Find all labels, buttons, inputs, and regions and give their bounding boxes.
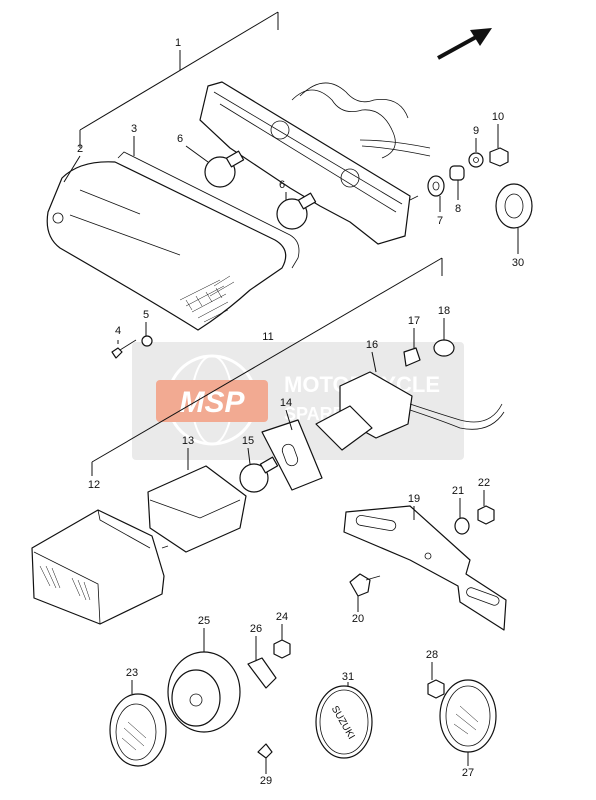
tail-lamp-lens bbox=[46, 161, 287, 331]
socket-harness-16 bbox=[315, 371, 505, 451]
part-label-21: 21 bbox=[452, 485, 464, 497]
part-label-24: 24 bbox=[276, 611, 288, 623]
part-label-14: 14 bbox=[280, 397, 292, 409]
part-label-11: 11 bbox=[262, 331, 273, 343]
part-label-6b: 6 bbox=[279, 179, 285, 191]
part-label-5: 5 bbox=[143, 309, 149, 321]
part-label-27: 27 bbox=[462, 767, 474, 779]
rivet-29 bbox=[257, 743, 273, 759]
part-label-22: 22 bbox=[478, 477, 490, 489]
nut-28 bbox=[427, 679, 445, 699]
part-label-8: 8 bbox=[455, 203, 461, 215]
part-label-15: 15 bbox=[242, 435, 254, 447]
emblem-31: SUZUKI bbox=[315, 685, 373, 759]
horn-25 bbox=[167, 651, 241, 733]
part-label-6a: 6 bbox=[177, 133, 183, 145]
part-label-31: 31 bbox=[342, 671, 354, 683]
cap-18 bbox=[433, 339, 455, 357]
bracket-plate-19 bbox=[343, 505, 507, 631]
bolt-17 bbox=[403, 347, 421, 367]
lens-gasket bbox=[117, 151, 300, 269]
part-label-29: 29 bbox=[260, 775, 272, 787]
bulb-upper bbox=[204, 150, 245, 188]
part-label-10: 10 bbox=[492, 111, 504, 123]
part-label-18: 18 bbox=[438, 305, 450, 317]
part-label-13: 13 bbox=[182, 435, 194, 447]
tail-lamp-housing bbox=[199, 81, 431, 245]
part-label-19: 19 bbox=[408, 493, 420, 505]
nut-24 bbox=[273, 639, 291, 659]
part-label-20: 20 bbox=[352, 613, 364, 625]
bracket-26 bbox=[247, 657, 277, 689]
part-label-3: 3 bbox=[131, 123, 137, 135]
bulb-15 bbox=[239, 456, 279, 493]
part-label-12: 12 bbox=[88, 479, 100, 491]
watermark-logo-box bbox=[156, 380, 268, 422]
nut-22 bbox=[477, 505, 495, 525]
assembly-1-bracket bbox=[79, 11, 279, 148]
reflector-27 bbox=[439, 679, 497, 753]
part-label-2: 2 bbox=[77, 143, 83, 155]
screw-4 bbox=[111, 339, 137, 359]
part-label-26: 26 bbox=[250, 623, 262, 635]
part-number-labels: 1 2 3 4 5 6 6 7 8 9 10 11 12 13 14 15 16… bbox=[77, 37, 524, 787]
part-label-16: 16 bbox=[366, 339, 378, 351]
bolt-20 bbox=[349, 573, 381, 597]
leader-lines bbox=[63, 124, 519, 774]
part-label-23: 23 bbox=[126, 667, 138, 679]
washer-21 bbox=[454, 517, 470, 535]
part-label-4: 4 bbox=[115, 325, 121, 337]
lamp-cover-13 bbox=[147, 465, 247, 553]
grommet-7 bbox=[427, 175, 445, 197]
part-label-30: 30 bbox=[512, 257, 524, 269]
gasket-14 bbox=[261, 419, 323, 491]
nut-10 bbox=[489, 147, 509, 167]
bulb-lower bbox=[276, 192, 317, 230]
direction-arrow-icon bbox=[437, 28, 492, 60]
reflector-23 bbox=[109, 693, 167, 767]
cushion-30 bbox=[495, 183, 533, 229]
part-label-7: 7 bbox=[437, 215, 443, 227]
washer-5 bbox=[141, 335, 153, 347]
collar-8 bbox=[449, 165, 465, 181]
watermark-logo-text: MSP bbox=[179, 386, 245, 419]
assembly-11-bracket bbox=[91, 257, 443, 476]
washer-9 bbox=[468, 152, 484, 168]
part-label-9: 9 bbox=[473, 125, 479, 137]
license-lamp-body bbox=[31, 509, 169, 625]
part-label-28: 28 bbox=[426, 649, 438, 661]
part-label-25: 25 bbox=[198, 615, 210, 627]
part-label-1: 1 bbox=[175, 37, 181, 49]
part-label-17: 17 bbox=[408, 315, 420, 327]
